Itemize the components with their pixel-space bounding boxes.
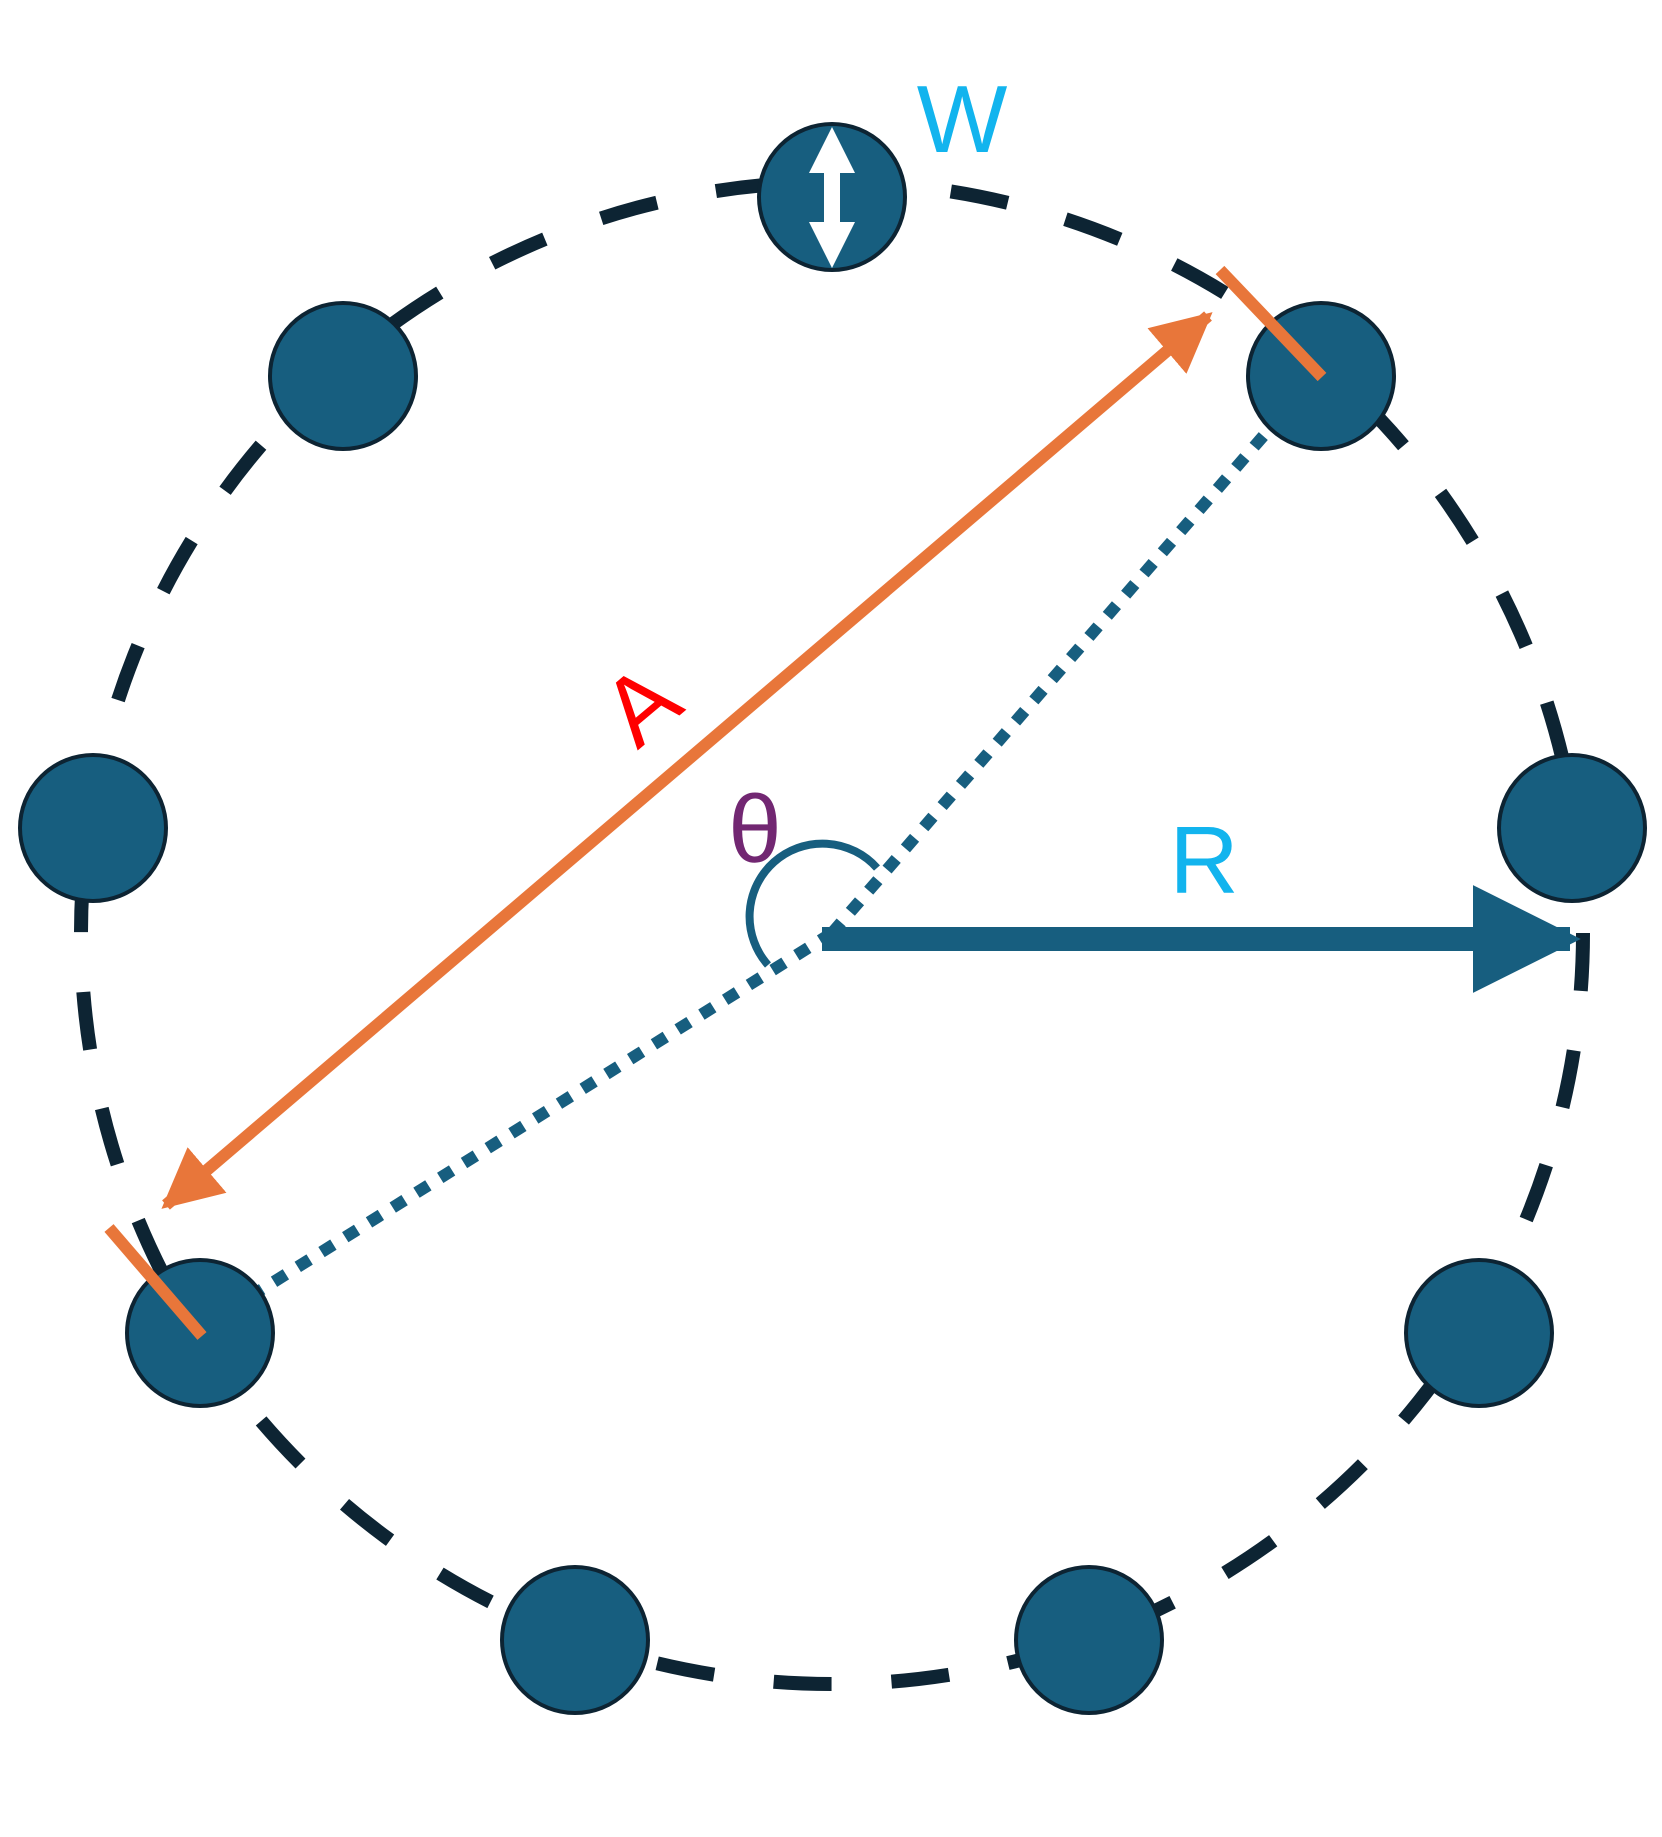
radius-label: R <box>1169 807 1238 914</box>
width-label: W <box>917 66 1008 173</box>
width-arrow-icon <box>809 127 855 268</box>
target-right <box>1497 753 1647 903</box>
amplitude-label: A <box>582 644 700 767</box>
angle-arc <box>745 839 880 968</box>
dashed-ring <box>74 175 1590 1691</box>
target-left <box>18 753 168 903</box>
target-bottom-right <box>1014 1565 1164 1715</box>
target-lower-right <box>1404 1258 1554 1408</box>
angle-label: θ <box>728 776 781 883</box>
dotted-radius-upper <box>827 369 1323 937</box>
dotted-radius-lower <box>196 927 836 1334</box>
amplitude-tick-upper <box>1215 265 1327 382</box>
targets <box>18 122 1647 1715</box>
target-bottom-left <box>500 1565 650 1715</box>
amplitude-tick-lower <box>104 1224 207 1340</box>
amplitude-arrow <box>161 311 1213 1210</box>
target-upper-left <box>268 301 418 451</box>
